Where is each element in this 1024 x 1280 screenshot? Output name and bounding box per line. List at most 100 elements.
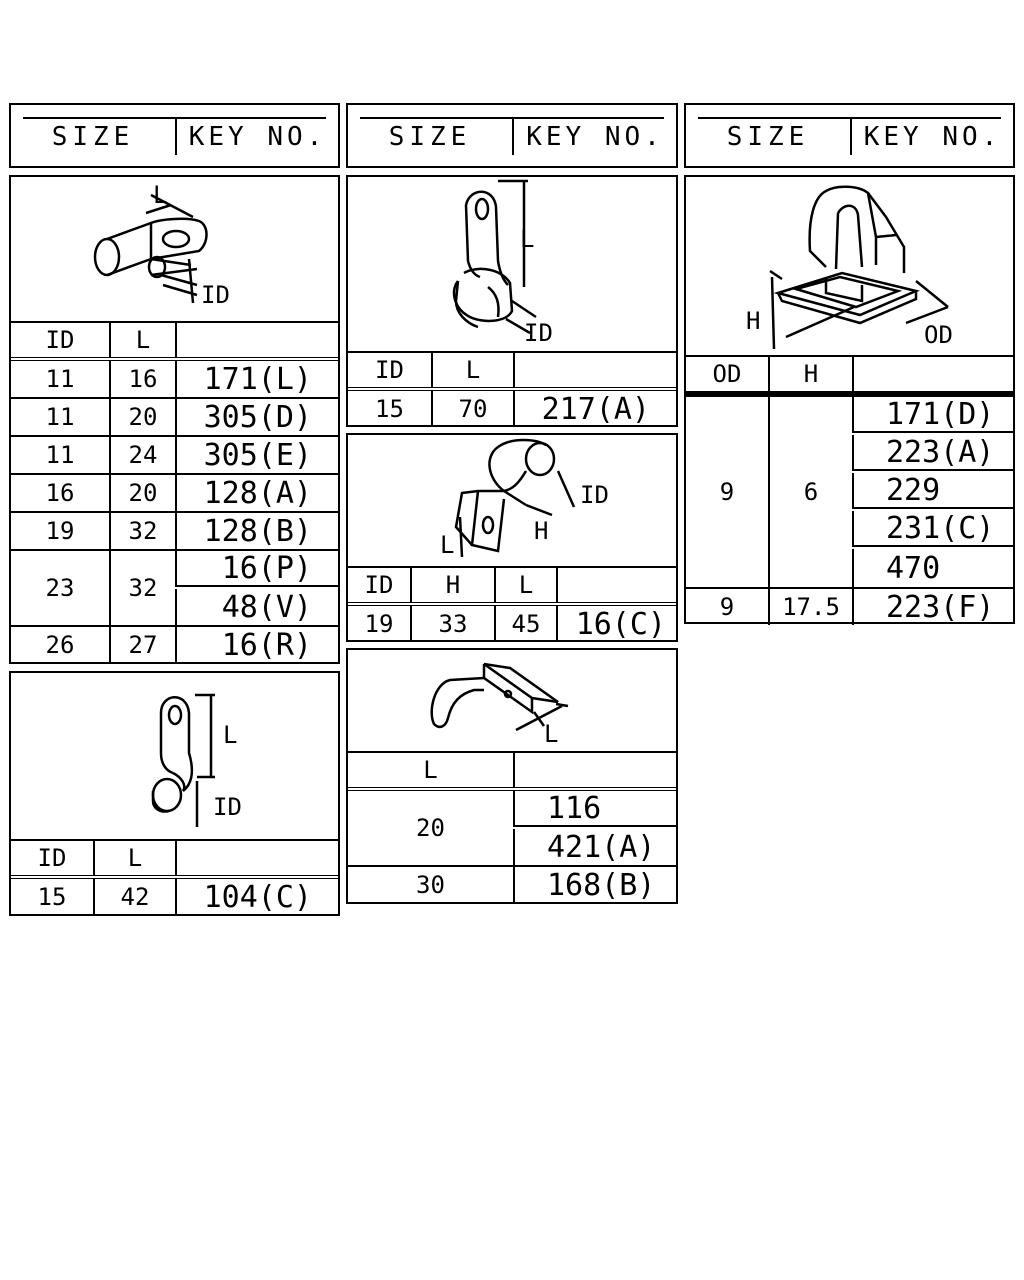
table-row: 11 16 171(L) — [11, 361, 338, 399]
table-header-row: ID L — [11, 323, 338, 361]
table-row: 19 33 45 16(C) — [348, 606, 676, 642]
cell-key-no: 128(A) — [175, 475, 338, 511]
col-header-key — [556, 568, 676, 602]
dim-label-l: L — [544, 720, 558, 748]
table-row: 15 70 217(A) — [348, 391, 676, 427]
col-header-l: L — [109, 323, 175, 357]
clip-d-table: ID H L 19 33 45 16(C) — [348, 566, 676, 642]
key-label: KEY NO. — [512, 119, 676, 155]
col-header-l: L — [93, 841, 175, 875]
cell-key-no: 470 — [852, 549, 1013, 587]
cell-key-no: 128(B) — [175, 513, 338, 549]
cell-key-no: 171(D) — [852, 397, 1013, 433]
cell-key-no: 223(F) — [852, 589, 1013, 625]
cell-key-no: 421(A) — [513, 829, 676, 865]
header-rule — [360, 117, 664, 119]
table-row: 9 17.5 223(F) — [686, 589, 1013, 625]
cell-key-no: 231(C) — [852, 511, 1013, 547]
header-col3: SIZE KEY NO. — [684, 103, 1015, 168]
clip-b-figure: L ID — [11, 673, 338, 839]
panel-clip-a: L ID ID L 11 16 171(L) 11 20 305(D) 11 2… — [9, 175, 340, 664]
table-header-row: ID L — [348, 353, 676, 391]
cell-key-no: 229 — [852, 473, 1013, 509]
clip-a-table: ID L 11 16 171(L) 11 20 305(D) 11 24 305… — [11, 321, 338, 663]
table-row: 9 6 171(D) 223(A) 229 231(C) 470 — [686, 397, 1013, 589]
clip-f-drawing: H OD — [746, 185, 953, 350]
cell-id: 19 — [45, 517, 75, 545]
panel-clip-c: L ID ID L 15 70 217(A) — [346, 175, 678, 427]
col-header-id: ID — [45, 326, 75, 354]
table-row: 30 168(B) — [348, 867, 676, 903]
col-header-key — [175, 323, 338, 357]
dim-label-l: L — [520, 225, 534, 253]
dim-label-h: H — [746, 307, 760, 335]
cell-id: 26 — [45, 631, 75, 659]
cell-id: 19 — [364, 610, 394, 638]
dim-label-id: ID — [580, 481, 609, 509]
col-header-key — [852, 357, 1013, 391]
table-header-row: L — [348, 753, 676, 791]
col-header-h: H — [410, 568, 494, 602]
clip-e-drawing: L — [430, 662, 569, 748]
cell-l: 16 — [109, 361, 175, 397]
cell-h: 33 — [410, 606, 494, 642]
clip-d-drawing: ID H L — [440, 438, 609, 559]
header-rule — [698, 117, 1001, 119]
col-header-l: L — [431, 353, 513, 387]
cell-key-no: 171(L) — [175, 361, 338, 397]
clip-c-table: ID L 15 70 217(A) — [348, 351, 676, 427]
clip-a-drawing: L ID — [93, 181, 230, 309]
cell-od: 9 — [719, 593, 735, 621]
cell-key-no: 305(D) — [175, 399, 338, 435]
cell-id: 11 — [45, 403, 75, 431]
cell-l: 30 — [416, 871, 445, 899]
dim-label-id: ID — [524, 319, 553, 347]
clip-c-figure: L ID — [348, 177, 676, 351]
cell-key-no: 104(C) — [175, 879, 338, 915]
table-row: 16 20 128(A) — [11, 475, 338, 513]
cell-l: 32 — [109, 551, 175, 625]
clip-d-figure: ID H L — [348, 435, 676, 566]
table-row: 20 116 421(A) — [348, 791, 676, 867]
dim-label-l: L — [223, 721, 237, 749]
cell-l: 42 — [93, 879, 175, 915]
cell-id: 15 — [375, 395, 404, 423]
cell-id: 11 — [45, 441, 75, 469]
clip-f-table: OD H 9 6 171(D) 223(A) 229 231(C) 470 9 … — [686, 355, 1013, 625]
col-header-l: L — [494, 568, 556, 602]
clip-e-table: L 20 116 421(A) 30 168(B) — [348, 751, 676, 903]
cell-od: 9 — [719, 478, 735, 506]
dim-label-h: H — [534, 517, 548, 545]
col-header-key — [513, 353, 676, 387]
cell-id: 23 — [45, 574, 75, 602]
size-label: SIZE — [726, 122, 810, 152]
col-header-key — [175, 841, 338, 875]
header-col2: SIZE KEY NO. — [346, 103, 678, 168]
table-header-row: ID H L — [348, 568, 676, 606]
dim-label-l: L — [440, 531, 454, 559]
cell-h: 17.5 — [768, 589, 852, 625]
cell-l: 24 — [109, 437, 175, 473]
col-header-h: H — [768, 357, 852, 391]
cell-id: 15 — [37, 883, 67, 911]
cell-key-no: 16(C) — [556, 606, 676, 642]
col-header-l: L — [423, 756, 438, 784]
dim-label-id: ID — [201, 281, 230, 309]
cell-l: 45 — [494, 606, 556, 642]
cell-key-no: 223(A) — [852, 435, 1013, 471]
panel-clip-f: H OD OD H 9 6 171(D) 223(A) 229 231(C) 4… — [684, 175, 1015, 625]
cell-id: 16 — [45, 479, 75, 507]
cell-l: 27 — [109, 627, 175, 663]
cell-l: 70 — [431, 391, 513, 427]
header-rule — [23, 117, 326, 119]
dim-label-od: OD — [924, 321, 953, 349]
cell-key-no: 16(P) — [175, 551, 338, 587]
cell-key-no: 217(A) — [513, 391, 676, 427]
cell-key-no: 48(V) — [175, 589, 338, 625]
clip-a-figure: L ID — [11, 177, 338, 321]
clip-c-drawing: L ID — [452, 179, 553, 347]
table-row: 15 42 104(C) — [11, 879, 338, 915]
cell-key-no: 168(B) — [513, 867, 676, 903]
panel-clip-d: ID H L ID H L 19 33 45 16(C) — [346, 433, 678, 642]
panel-clip-b: L ID ID L 15 42 104(C) — [9, 671, 340, 916]
